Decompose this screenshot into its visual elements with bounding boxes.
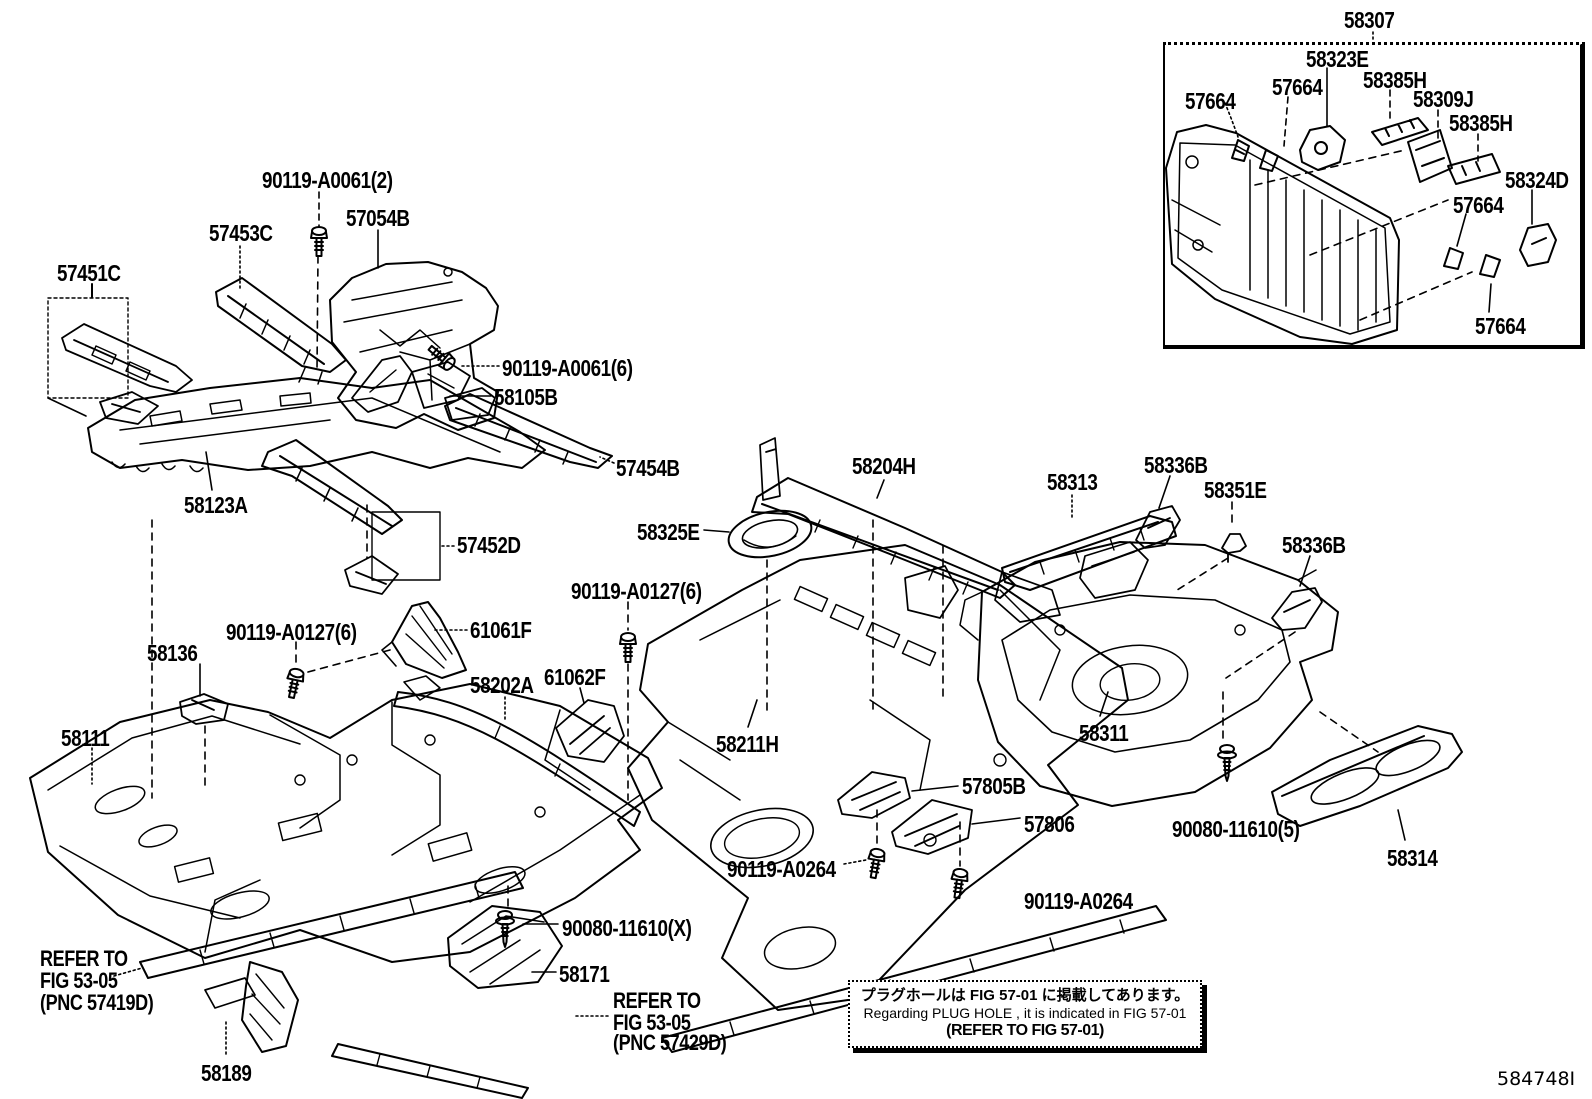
callout-58385H-2: 58385H <box>1449 110 1513 136</box>
drawing-number: 584748I <box>1497 1068 1576 1090</box>
refer-right-line2: FIG 53-05 <box>613 1010 691 1035</box>
plug-hole-note-box: プラグホールは FIG 57-01 に掲載してあります。 Regarding P… <box>848 980 1202 1048</box>
refer-left-line3: (PNC 57419D) <box>40 990 154 1015</box>
callout-57054B: 57054B <box>346 205 410 231</box>
part-61061F <box>381 601 467 679</box>
callout-57664-1: 57664 <box>1185 88 1236 114</box>
bolt-90119-A0264-right <box>948 866 970 900</box>
callout-57805B: 57805B <box>962 773 1026 799</box>
callout-58336B-right: 58336B <box>1282 532 1346 558</box>
inset-small-brackets <box>1231 117 1557 278</box>
callout-90119-A0127-6-center: 90119-A0127(6) <box>571 578 702 604</box>
callout-58351E: 58351E <box>1204 477 1267 503</box>
callout-57664-3: 57664 <box>1453 192 1504 218</box>
callout-58307: 58307 <box>1344 7 1395 33</box>
callout-57454B: 57454B <box>616 455 680 481</box>
note-line-ja: プラグホールは FIG 57-01 に掲載してあります。 <box>860 987 1190 1005</box>
callout-90080-11610-X: 90080-11610(X) <box>562 915 692 941</box>
part-58189 <box>204 961 299 1053</box>
part-57454B <box>444 393 613 469</box>
inset-leader-lines <box>1224 31 1533 321</box>
callout-58204H: 58204H <box>852 453 916 479</box>
callout-58136: 58136 <box>147 640 198 666</box>
part-58313-rail <box>1001 515 1177 591</box>
refer-right-line1: REFER TO <box>613 988 701 1013</box>
callout-57453C: 57453C <box>209 220 273 246</box>
callout-57664-4: 57664 <box>1475 313 1526 339</box>
callout-58211H: 58211H <box>716 731 779 757</box>
callout-58202A: 58202A <box>470 672 534 698</box>
part-58325E-plug <box>727 509 813 559</box>
bolt-90119-A0127-6-center <box>619 632 637 663</box>
callout-61061F: 61061F <box>470 617 532 643</box>
callout-58309J: 58309J <box>1413 86 1474 112</box>
part-left-rocker-sill <box>139 871 524 979</box>
part-58351E-clip <box>1221 533 1247 563</box>
part-57805B <box>837 771 911 819</box>
refer-right-line3: (PNC 57429D) <box>613 1030 727 1055</box>
callout-58105B: 58105B <box>494 384 558 410</box>
leader-lines <box>91 191 1406 1057</box>
part-58311-rear-floor-pan <box>959 541 1339 807</box>
bolt-90119-A0127-6-left <box>282 666 307 701</box>
part-58211H-center-floor-pan <box>627 544 1129 1011</box>
part-center-sill <box>331 1043 529 1099</box>
callout-58111: 58111 <box>61 725 110 751</box>
callout-57806: 57806 <box>1024 811 1075 837</box>
callout-57452D: 57452D <box>457 532 521 558</box>
part-58111-front-floor-pan <box>29 683 663 963</box>
callout-58314: 58314 <box>1387 845 1438 871</box>
part-rear-body-panel <box>1165 124 1400 345</box>
callout-90119-A0127-6-left: 90119-A0127(6) <box>226 619 357 645</box>
callout-90119-A0061-2: 90119-A0061(2) <box>262 167 393 193</box>
part-57453C <box>215 277 347 385</box>
callout-58325E: 58325E <box>637 519 700 545</box>
part-58105B <box>351 355 496 421</box>
part-58314 <box>1271 725 1463 827</box>
callout-58123A: 58123A <box>184 492 248 518</box>
callout-61062F: 61062F <box>544 664 606 690</box>
callout-90119-A0061-6: 90119-A0061(6) <box>502 355 633 381</box>
screw-90080-11610-5 <box>1217 744 1237 782</box>
note-line-refer: (REFER TO FIG 57-01) <box>946 1022 1104 1040</box>
bolt-90119-A0264-left <box>864 846 888 881</box>
part-57451C <box>47 283 193 425</box>
callout-58385H-1: 58385H <box>1363 67 1427 93</box>
callout-90080-11610-5: 90080-11610(5) <box>1172 816 1300 842</box>
callout-58311: 58311 <box>1079 720 1129 746</box>
callout-58324D: 58324D <box>1505 167 1569 193</box>
part-61062F <box>555 699 625 763</box>
callout-57664-2: 57664 <box>1272 74 1323 100</box>
callout-90119-A0264-right: 90119-A0264 <box>1024 888 1133 914</box>
part-58336B-top <box>1135 505 1181 549</box>
part-58202A-brace <box>393 675 641 827</box>
refer-left-line1: REFER TO <box>40 946 128 971</box>
refer-left-line2: FIG 53-05 <box>40 968 118 993</box>
callout-58336B-top: 58336B <box>1144 452 1208 478</box>
callout-58323E: 58323E <box>1306 46 1369 72</box>
callout-57451C: 57451C <box>57 260 121 286</box>
part-58123A <box>87 377 546 473</box>
callout-58189: 58189 <box>201 1060 252 1086</box>
part-58171 <box>447 905 563 989</box>
callout-90119-A0264-left: 90119-A0264 <box>727 856 836 882</box>
bolt-90119-A0061-2 <box>310 226 328 257</box>
part-58136 <box>179 693 229 725</box>
callout-58313: 58313 <box>1047 469 1098 495</box>
part-57452D <box>261 439 441 595</box>
note-line-en: Regarding PLUG HOLE , it is indicated in… <box>863 1004 1187 1021</box>
inset-box-58307 <box>1163 42 1585 349</box>
callout-58171: 58171 <box>559 961 610 987</box>
part-57806 <box>891 799 973 855</box>
